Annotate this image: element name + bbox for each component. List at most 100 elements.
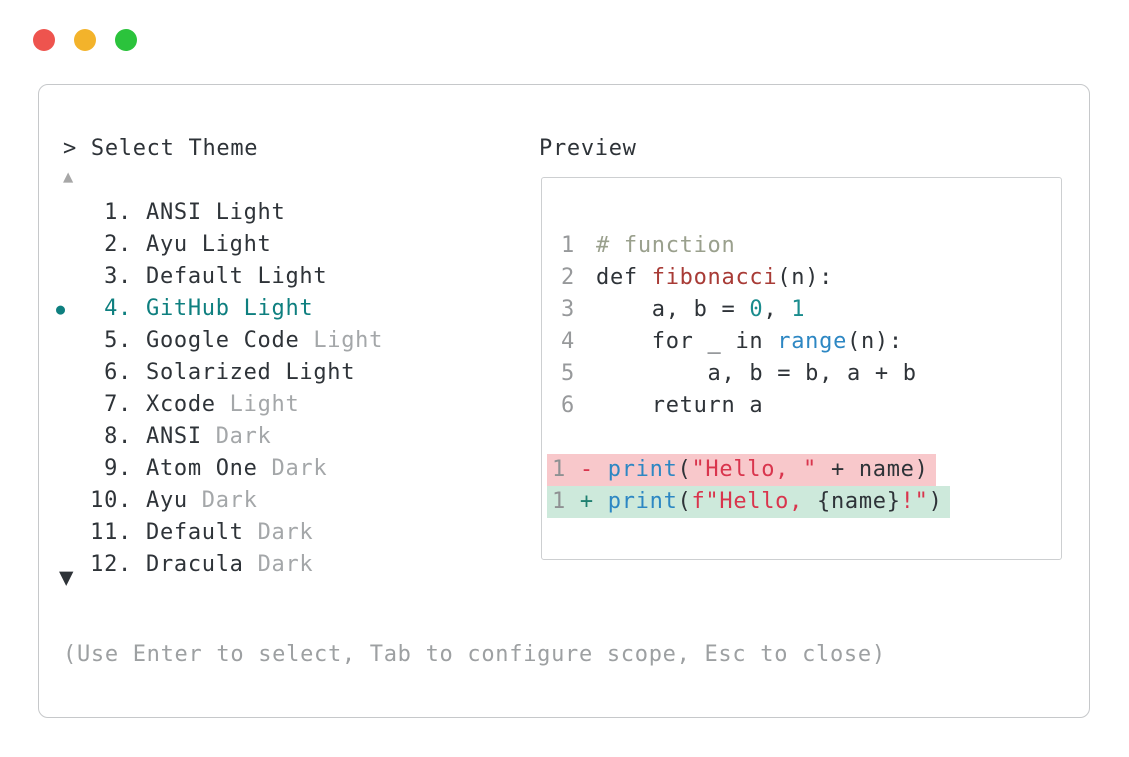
theme-number: 7. xyxy=(104,392,132,417)
code-text: a, b = 0, 1 xyxy=(596,294,805,326)
code-line: 4 for _ in range(n): xyxy=(542,326,1061,358)
code-token: , xyxy=(763,297,792,322)
line-number: 4 xyxy=(561,329,575,354)
code-token: 1 xyxy=(552,489,566,514)
theme-list-item[interactable]: 12. Dracula Dark xyxy=(39,549,539,581)
code-text: a, b = b, a + b xyxy=(596,358,917,390)
code-token: fibonacci xyxy=(651,265,778,290)
selected-dot-icon xyxy=(56,229,86,261)
theme-list-item[interactable]: 6. Solarized Light xyxy=(39,357,539,389)
theme-number: 3. xyxy=(104,264,132,289)
theme-list-item[interactable]: 8. ANSI Dark xyxy=(39,421,539,453)
theme-list-item[interactable]: 2. Ayu Light xyxy=(39,229,539,261)
theme-name: Default Light xyxy=(146,264,328,289)
theme-number: 4. xyxy=(104,296,132,321)
theme-variant: Light xyxy=(299,328,384,353)
theme-number: 12. xyxy=(90,552,132,577)
theme-name: Default xyxy=(146,520,244,545)
selected-dot-icon xyxy=(56,325,86,357)
theme-variant: Light xyxy=(215,392,300,417)
theme-list-item[interactable]: 7. Xcode Light xyxy=(39,389,539,421)
theme-number: 11. xyxy=(90,520,132,545)
code-text: # function xyxy=(596,230,735,262)
theme-picker-dialog: > Select Theme ▲ 1. ANSI Light 2. Ayu Li… xyxy=(38,84,1090,718)
theme-variant: Dark xyxy=(243,520,314,545)
theme-variant: Dark xyxy=(187,488,258,513)
close-button[interactable] xyxy=(33,29,55,51)
zoom-button[interactable] xyxy=(115,29,137,51)
theme-number: 10. xyxy=(90,488,132,513)
code-token: 1 xyxy=(791,297,806,322)
theme-name: Google Code xyxy=(146,328,300,353)
code-token: a, b = xyxy=(596,297,750,322)
keyboard-hint: (Use Enter to select, Tab to configure s… xyxy=(63,642,886,667)
code-token: - xyxy=(565,457,608,482)
theme-list-item[interactable]: 1. ANSI Light xyxy=(39,197,539,229)
code-token: print xyxy=(607,489,678,514)
selected-dot-icon xyxy=(56,421,86,453)
minimize-button[interactable] xyxy=(74,29,96,51)
code-token: # function xyxy=(596,233,736,258)
theme-number: 1. xyxy=(104,200,132,225)
selected-dot-icon xyxy=(56,261,86,293)
theme-name: Ayu xyxy=(146,488,188,513)
code-text: 1 - print("Hello, " + name) xyxy=(547,454,936,486)
line-number: 3 xyxy=(561,297,575,322)
selected-dot-icon xyxy=(56,485,86,517)
preview-title: Preview xyxy=(539,136,637,161)
code-text: for _ in range(n): xyxy=(596,326,903,358)
theme-variant: Dark xyxy=(257,456,328,481)
code-token: print xyxy=(607,457,678,482)
line-number: 2 xyxy=(561,265,575,290)
theme-list-item[interactable]: 5. Google Code Light xyxy=(39,325,539,357)
code-token: "Hello, " xyxy=(691,457,817,482)
code-token: f"Hello, xyxy=(691,489,817,514)
code-token: 1 xyxy=(552,457,566,482)
code-line: 2 def fibonacci(n): xyxy=(542,262,1061,294)
code-line xyxy=(542,422,1061,454)
theme-number: 9. xyxy=(104,456,132,481)
code-token: ( xyxy=(677,489,692,514)
theme-name: Dracula xyxy=(146,552,244,577)
code-token: (n): xyxy=(777,265,834,290)
scroll-down-icon[interactable]: ▼ xyxy=(59,563,75,591)
code-token: + name) xyxy=(817,457,929,482)
line-number: 1 xyxy=(561,233,575,258)
theme-list-item[interactable]: 3. Default Light xyxy=(39,261,539,293)
line-number: 6 xyxy=(561,393,575,418)
selected-dot-icon xyxy=(56,453,86,485)
code-line: 1 # function xyxy=(542,230,1061,262)
code-token: for _ in xyxy=(596,329,778,354)
window-controls xyxy=(33,29,137,51)
scroll-up-icon[interactable]: ▲ xyxy=(63,167,74,187)
selected-dot-icon xyxy=(56,389,86,421)
theme-variant: Dark xyxy=(201,424,272,449)
code-token: range xyxy=(777,329,848,354)
code-token: ( xyxy=(677,457,692,482)
theme-number: 5. xyxy=(104,328,132,353)
code-text: 1 + print(f"Hello, {name}!") xyxy=(547,486,950,518)
theme-list: 1. ANSI Light 2. Ayu Light 3. Default Li… xyxy=(39,197,539,581)
code-token: !" xyxy=(900,489,929,514)
theme-list-item[interactable]: 11. Default Dark xyxy=(39,517,539,549)
theme-list-item[interactable]: 10. Ayu Dark xyxy=(39,485,539,517)
code-token: def xyxy=(596,265,652,290)
code-preview: 1 # function 2 def fibonacci(n): 3 a, b … xyxy=(541,177,1062,560)
theme-name: Ayu Light xyxy=(146,232,272,257)
line-number: 5 xyxy=(561,361,575,386)
code-block: 1 # function 2 def fibonacci(n): 3 a, b … xyxy=(542,230,1061,518)
code-token: + xyxy=(565,489,608,514)
theme-name: ANSI Light xyxy=(146,200,286,225)
code-line: 5 a, b = b, a + b xyxy=(542,358,1061,390)
theme-list-item[interactable]: ● 4. GitHub Light xyxy=(39,293,539,325)
theme-number: 8. xyxy=(104,424,132,449)
theme-list-item[interactable]: 9. Atom One Dark xyxy=(39,453,539,485)
selected-dot-icon xyxy=(56,517,86,549)
selected-dot-icon: ● xyxy=(56,300,66,318)
code-line: 1 - print("Hello, " + name) xyxy=(542,454,1061,486)
code-token: 0 xyxy=(749,297,764,322)
theme-name: Xcode xyxy=(146,392,216,417)
select-theme-prompt: > Select Theme xyxy=(63,136,259,161)
line-number xyxy=(542,422,575,454)
theme-number: 6. xyxy=(104,360,132,385)
